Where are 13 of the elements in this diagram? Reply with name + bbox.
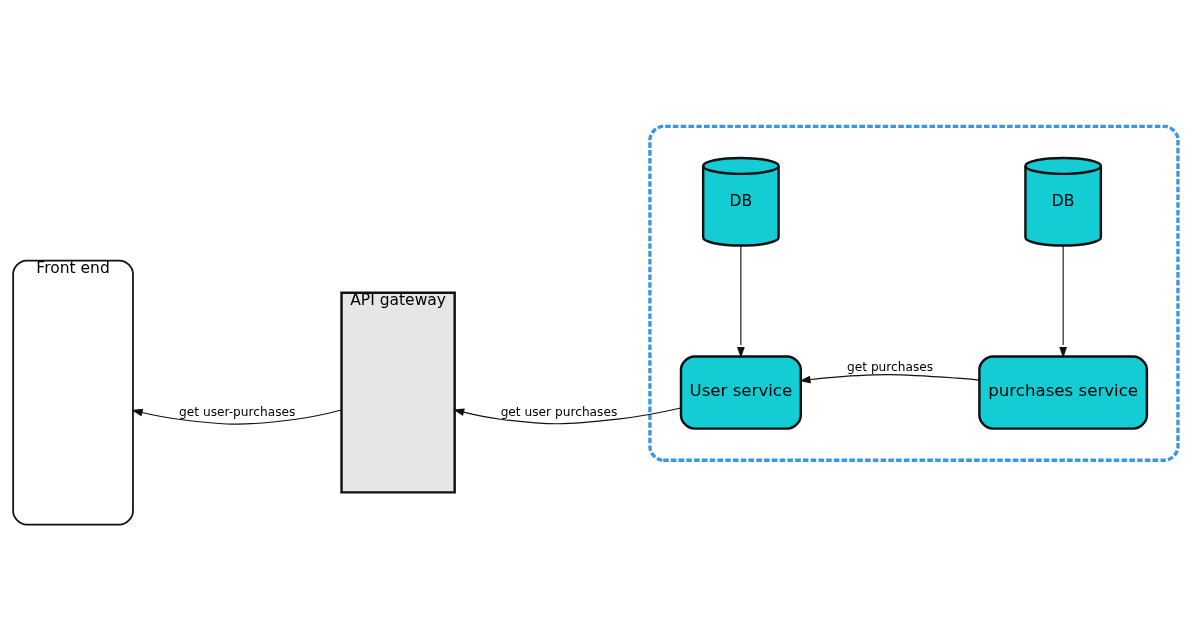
arrow bbox=[737, 245, 745, 359]
node-box: Front end bbox=[12, 259, 134, 526]
arrow bbox=[799, 374, 980, 384]
arrow bbox=[1059, 245, 1068, 359]
edge-label: get user-purchases bbox=[179, 404, 296, 419]
edge-label: get purchases bbox=[847, 360, 934, 375]
cluster bbox=[648, 124, 1180, 462]
edge-label: get user purchases bbox=[500, 404, 618, 419]
node-box: API gateway bbox=[340, 291, 456, 494]
node-box: User service bbox=[679, 355, 802, 430]
node-box: purchases service bbox=[978, 355, 1149, 430]
arrow bbox=[131, 408, 342, 425]
arrow bbox=[453, 407, 682, 425]
